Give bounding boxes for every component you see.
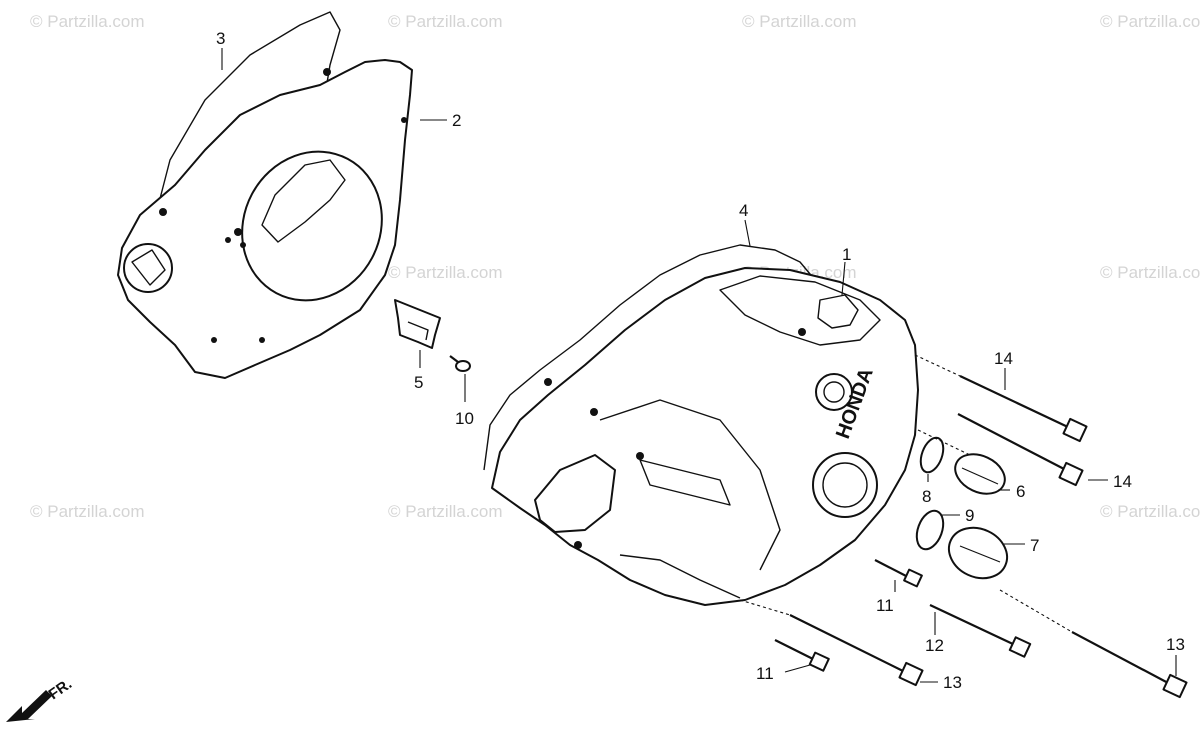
cover-upper-port-inner xyxy=(823,381,845,403)
gasket-and-plate xyxy=(117,11,413,379)
bolt-14-upper-head xyxy=(1062,417,1088,443)
plate-hole xyxy=(259,337,265,343)
front-label: FR. xyxy=(46,675,76,703)
callout-4: 4 xyxy=(739,201,748,220)
callout-2: 2 xyxy=(452,111,461,130)
callout-12: 12 xyxy=(925,636,944,655)
plate-opening xyxy=(241,150,383,302)
callout-3: 3 xyxy=(216,29,225,48)
cover-bolt-hole xyxy=(798,328,806,336)
callout-14-upper: 14 xyxy=(994,349,1013,368)
clip-detail xyxy=(407,321,429,341)
bolt-13-right-shank xyxy=(1071,631,1171,685)
cover-main-port-inner xyxy=(822,462,868,508)
callout-1: 1 xyxy=(842,245,851,264)
clutch-cover-part-1: HONDA xyxy=(483,244,919,606)
bolt-13-right-head xyxy=(1162,673,1188,699)
watermark: © Partzilla.com xyxy=(388,263,503,282)
o-ring-8 xyxy=(919,436,945,474)
callout-11-lower: 11 xyxy=(756,664,774,683)
bolt-13-middle-head xyxy=(898,661,924,687)
fasteners xyxy=(774,375,1188,699)
plate-hole xyxy=(401,117,407,123)
callout-13-middle: 13 xyxy=(943,673,962,692)
clip-body xyxy=(394,299,441,349)
screw-part-10 xyxy=(449,355,471,372)
bolt-14-lower-head xyxy=(1058,461,1084,487)
cover-gasket-outline xyxy=(483,244,816,471)
cover-upper-port xyxy=(815,373,853,411)
cover-bottom-edge xyxy=(619,554,741,599)
plate-bearing-detail xyxy=(131,249,166,286)
cover-body xyxy=(491,267,919,606)
cover-bolt-hole xyxy=(590,408,598,416)
bolt-12-shank xyxy=(929,604,1016,646)
callout-9: 9 xyxy=(965,506,974,525)
bolt-11-lower-head xyxy=(808,651,830,672)
plate-opening-detail xyxy=(261,159,346,243)
callout-5: 5 xyxy=(414,373,423,392)
callout-7: 7 xyxy=(1030,536,1039,555)
screw-shank xyxy=(449,355,459,363)
bolt-13-middle-shank xyxy=(789,614,906,673)
bolt-14-upper-shank xyxy=(959,375,1071,429)
watermark: © Partzilla.com xyxy=(388,12,503,31)
callout-labels: 3 2 4 1 5 10 14 14 6 8 9 7 11 12 13 11 1… xyxy=(216,29,1185,692)
plate-hole xyxy=(225,237,231,243)
cover-bolt-hole xyxy=(544,378,552,386)
screw-head xyxy=(455,360,471,372)
bolt-11-upper-head xyxy=(903,568,923,588)
watermark: © Partzilla.com xyxy=(388,502,503,521)
plate-hole xyxy=(211,337,217,343)
bolt-14-lower-shank xyxy=(957,413,1067,471)
cover-lower-boss xyxy=(534,454,616,533)
front-arrow-icon xyxy=(6,690,52,722)
cover-rib-small xyxy=(639,459,731,506)
bolt-12-head xyxy=(1008,636,1032,658)
callout-10: 10 xyxy=(455,409,474,428)
cover-rib xyxy=(599,399,781,571)
watermark: © Partzilla.com xyxy=(742,12,857,31)
plate-hole xyxy=(234,228,242,236)
front-direction-indicator: FR. xyxy=(6,675,75,722)
cap-7-slot xyxy=(959,545,1001,563)
cover-bolt-hole xyxy=(636,452,644,460)
watermark: © Partzilla.com xyxy=(30,502,145,521)
clip-part-5 xyxy=(394,299,441,349)
watermark: © Partzilla.com xyxy=(1100,502,1200,521)
callout-13-right: 13 xyxy=(1166,635,1185,654)
bolt-11-upper-shank xyxy=(874,559,911,579)
leader-lines xyxy=(221,48,1177,683)
bolt-11-lower-shank xyxy=(774,639,816,661)
plate-bearing-hole xyxy=(123,243,173,293)
callout-14-lower: 14 xyxy=(1113,472,1132,491)
cap-6-slot xyxy=(961,467,999,485)
watermark: © Partzilla.com xyxy=(30,12,145,31)
plate-hole xyxy=(323,68,331,76)
cover-top-boss xyxy=(719,275,881,346)
o-ring-9 xyxy=(915,509,945,551)
watermark: © Partzilla.com xyxy=(1100,12,1200,31)
cover-top-detail xyxy=(817,294,859,329)
cap-6 xyxy=(954,453,1006,495)
plate-hole xyxy=(240,242,246,248)
callout-6: 6 xyxy=(1016,482,1025,501)
plate-hole xyxy=(159,208,167,216)
callout-8: 8 xyxy=(922,487,931,506)
callout-11-upper: 11 xyxy=(876,596,894,615)
watermark: © Partzilla.com xyxy=(1100,263,1200,282)
cover-bolt-hole xyxy=(574,541,582,549)
